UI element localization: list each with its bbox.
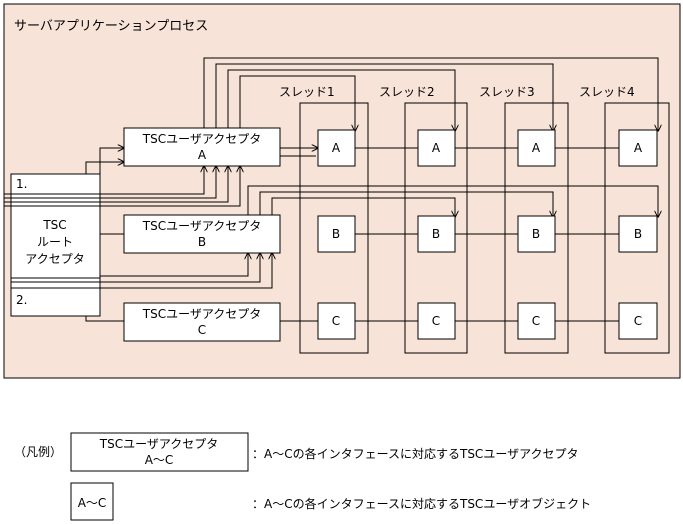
root-acceptor: 1. 2. TSC ルート アクセプタ — [10, 173, 101, 317]
legend-label: （凡例） — [14, 445, 62, 459]
acceptor-a-connectors — [203, 57, 658, 163]
object-c-thread2 — [417, 302, 456, 340]
object-a-thread2 — [417, 129, 456, 167]
user-acceptor-b-line-1: TSCユーザアクセプタ — [142, 219, 262, 233]
object-c-thread3-label: C — [532, 314, 540, 328]
object-b-thread4-label: B — [634, 227, 642, 241]
conn-root-to-acceptor-a — [99, 148, 124, 174]
user-acceptor-a-box — [123, 127, 281, 167]
legend-acceptor-line-1: TSCユーザアクセプタ — [99, 437, 219, 451]
user-acceptor-a-line-1: TSCユーザアクセプタ — [142, 132, 262, 146]
user-acceptor-c-line-2: C — [198, 323, 206, 337]
server-process-title: サーバアプリケーションプロセス — [14, 19, 208, 34]
legend-object-label: A～C — [78, 496, 107, 510]
root-acceptor-line-1: TSC — [42, 218, 66, 232]
object-b-thread2 — [417, 215, 456, 253]
thread-label-3: スレッド3 — [479, 85, 535, 99]
thread-label-2: スレッド2 — [379, 85, 435, 99]
conn-a-thread1 — [239, 75, 355, 163]
legend-object-desc: ：A～Cの各インタフェースに対応するTSCユーザオブジェクト — [252, 496, 591, 511]
conn-a-thread3 — [215, 63, 553, 163]
object-b-thread4 — [618, 215, 658, 253]
conn-a-thread2 — [227, 69, 455, 163]
object-b-thread1 — [317, 215, 356, 253]
conn-a-thread4 — [203, 57, 658, 163]
legend-object-box — [70, 482, 114, 521]
conn-root-line-7 — [100, 253, 272, 289]
object-a-thread1 — [317, 129, 356, 167]
object-a-thread4-label: A — [634, 141, 643, 155]
thread-column-2 — [404, 102, 468, 354]
step-2-label: 2. — [16, 293, 27, 307]
user-acceptor-b-line-2: B — [198, 235, 206, 249]
user-acceptor-a: TSCユーザアクセプタ A — [123, 127, 281, 167]
object-c-thread4 — [618, 302, 658, 340]
user-acceptor-a-line-2: A — [198, 148, 207, 162]
user-acceptor-b: TSCユーザアクセプタ B — [123, 214, 281, 254]
object-a-thread3 — [517, 129, 556, 167]
object-b-thread3-label: B — [532, 227, 540, 241]
user-acceptor-b-box — [123, 214, 281, 254]
thread-column-1 — [299, 102, 369, 354]
user-objects: A A A A B B B B C C C C — [317, 129, 658, 340]
object-a-thread2-label: A — [432, 141, 441, 155]
object-c-thread3 — [517, 302, 556, 340]
user-acceptor-c-box — [123, 302, 281, 342]
object-c-thread1 — [317, 302, 356, 340]
thread-columns: スレッド1 スレッド2 スレッド3 スレッド4 — [279, 85, 670, 354]
object-c-thread1-label: C — [332, 314, 340, 328]
object-b-thread3 — [517, 215, 556, 253]
legend-acceptor-line-2: A～C — [145, 453, 174, 467]
legend-acceptor-desc: ：A～Cの各インタフェースに対応するTSCユーザアクセプタ — [252, 446, 578, 461]
object-a-thread1-label: A — [332, 141, 341, 155]
thread-column-3 — [504, 102, 569, 354]
object-c-thread2-label: C — [432, 314, 440, 328]
thread-column-4 — [604, 102, 670, 354]
object-a-thread4 — [618, 129, 658, 167]
root-acceptor-line-2: ルート — [37, 235, 73, 249]
user-acceptor-c: TSCユーザアクセプタ C — [123, 302, 281, 342]
conn-root-line-6 — [100, 253, 260, 283]
thread-label-1: スレッド1 — [279, 85, 335, 99]
legend-acceptor-box — [70, 432, 249, 472]
object-b-thread1-label: B — [332, 227, 340, 241]
root-acceptor-line-3: アクセプタ — [25, 252, 84, 266]
legend: （凡例） TSCユーザアクセプタ A～C ：A～Cの各インタフェースに対応するT… — [14, 432, 591, 521]
user-acceptor-c-line-1: TSCユーザアクセプタ — [142, 307, 262, 321]
step-1-label: 1. — [16, 177, 27, 191]
object-b-thread2-label: B — [432, 227, 440, 241]
conn-root-to-acceptor-c — [85, 316, 124, 322]
object-c-thread4-label: C — [634, 314, 642, 328]
thread-label-4: スレッド4 — [579, 85, 635, 99]
object-a-thread3-label: A — [532, 141, 541, 155]
